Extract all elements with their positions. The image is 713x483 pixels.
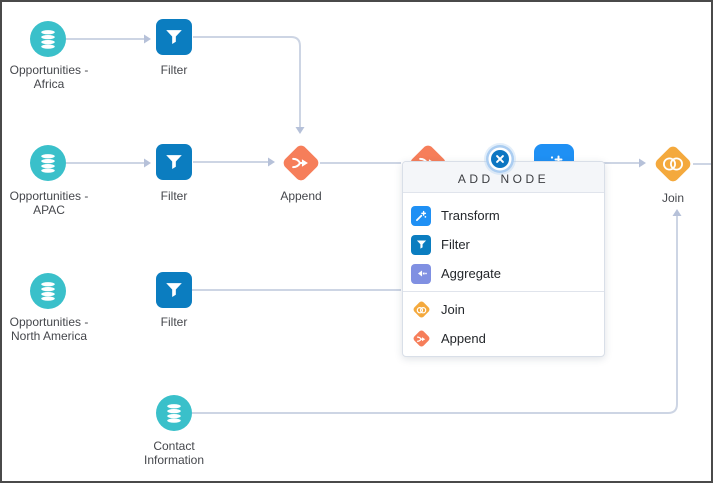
menu-item-label: Transform [441,208,500,223]
node-filter-3[interactable] [156,272,192,308]
join-icon [663,157,683,171]
menu-divider [403,291,604,292]
node-label-opportunities-north-america: Opportunities - North America [9,315,89,343]
menu-item-join[interactable]: Join [403,295,604,324]
node-label-opportunities-apac: Opportunities - APAC [9,189,89,217]
node-label-filter-1: Filter [160,63,188,77]
transform-icon [411,205,431,226]
menu-item-aggregate[interactable]: Aggregate [403,259,604,288]
database-icon [41,30,55,49]
menu-item-transform[interactable]: Transform [403,201,604,230]
menu-item-append[interactable]: Append [403,324,604,353]
close-icon[interactable] [491,150,509,168]
node-label-filter-3: Filter [160,315,188,329]
filter-icon [166,155,182,169]
filter-icon [166,30,182,44]
node-filter-1[interactable] [156,19,192,55]
node-label-append-1: Append [280,189,322,203]
node-label-opportunities-africa: Opportunities - Africa [9,63,89,91]
popup-menu: Transform Filter Aggre [403,193,604,353]
connector-contact-to-join [192,209,682,414]
append-icon [292,157,308,169]
menu-item-label: Join [441,302,465,317]
node-label-contact-information: Contact Information [143,439,205,467]
aggregate-icon [411,263,431,284]
database-icon [41,282,55,301]
menu-item-label: Filter [441,237,470,252]
node-label-filter-2: Filter [160,189,188,203]
node-dataset-opportunities-apac[interactable] [30,145,66,181]
menu-item-label: Append [441,331,486,346]
node-dataset-contact-information[interactable] [156,395,192,431]
connector-filter1-to-append1 [193,36,305,134]
popup-title: ADD NODE [403,162,604,193]
filter-icon [166,283,182,297]
node-label-join: Join [661,191,685,205]
node-join[interactable] [653,144,693,184]
menu-item-filter[interactable]: Filter [403,230,604,259]
node-dataset-opportunities-africa[interactable] [30,21,66,57]
add-node-popup: ADD NODE Transform Filte [402,161,605,357]
append-icon [411,329,431,349]
database-icon [41,154,55,173]
node-filter-2[interactable] [156,144,192,180]
database-icon [167,404,181,423]
node-append-1[interactable] [281,143,321,183]
filter-icon [411,234,431,255]
join-icon [411,300,431,320]
menu-item-label: Aggregate [441,266,501,281]
node-dataset-opportunities-north-america[interactable] [30,273,66,309]
